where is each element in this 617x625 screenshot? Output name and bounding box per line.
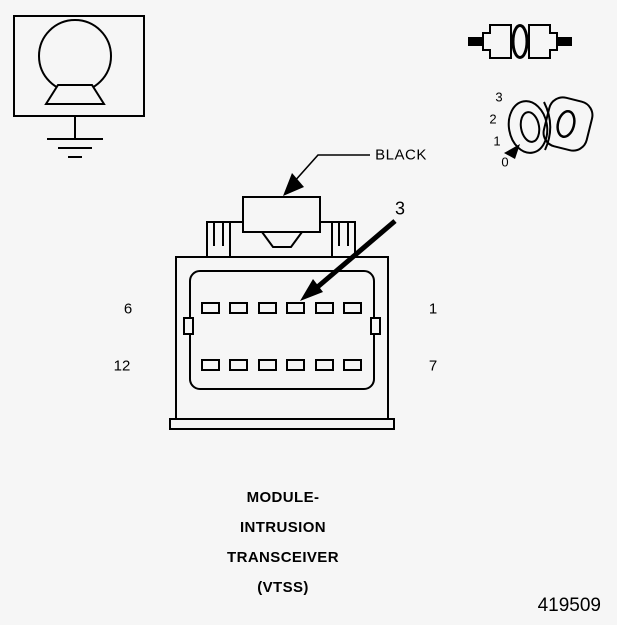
caption-line-3: TRANSCEIVER <box>227 549 339 566</box>
pin-label-1: 1 <box>428 300 438 318</box>
pin-label-7: 7 <box>428 357 438 375</box>
pin-label-6: 6 <box>123 300 133 318</box>
ignition-position-1: 1 <box>493 133 501 149</box>
connector-diagram <box>169 196 395 430</box>
connector-latch-tab <box>242 196 321 233</box>
pin-3-callout-arrow <box>300 219 397 301</box>
caption-line-4: (VTSS) <box>257 579 309 596</box>
switch-position-pointer-icon <box>504 144 520 159</box>
inline-connector-icon <box>468 24 572 59</box>
connector-flange <box>169 418 395 430</box>
component-caption: MODULE- INTRUSION TRANSCEIVER (VTSS) <box>163 483 403 603</box>
pin-row-bottom <box>201 359 362 371</box>
wire-color-label: BLACK <box>375 146 427 164</box>
ignition-position-0: 0 <box>501 154 509 170</box>
pin-row-top <box>201 302 362 314</box>
pin-3-callout-label: 3 <box>394 198 406 219</box>
grounded-component-icon <box>13 15 145 158</box>
connector-body <box>175 256 389 420</box>
ignition-position-3: 3 <box>495 89 503 105</box>
pin-label-12: 12 <box>113 357 131 375</box>
ignition-position-2: 2 <box>489 111 497 127</box>
caption-line-2: INTRUSION <box>239 519 327 536</box>
connector-face <box>189 270 375 390</box>
black-wire-callout-arrow <box>283 154 370 196</box>
caption-line-1: MODULE- <box>246 489 320 506</box>
figure-number: 419509 <box>537 595 601 616</box>
ignition-key-icon <box>504 96 594 159</box>
